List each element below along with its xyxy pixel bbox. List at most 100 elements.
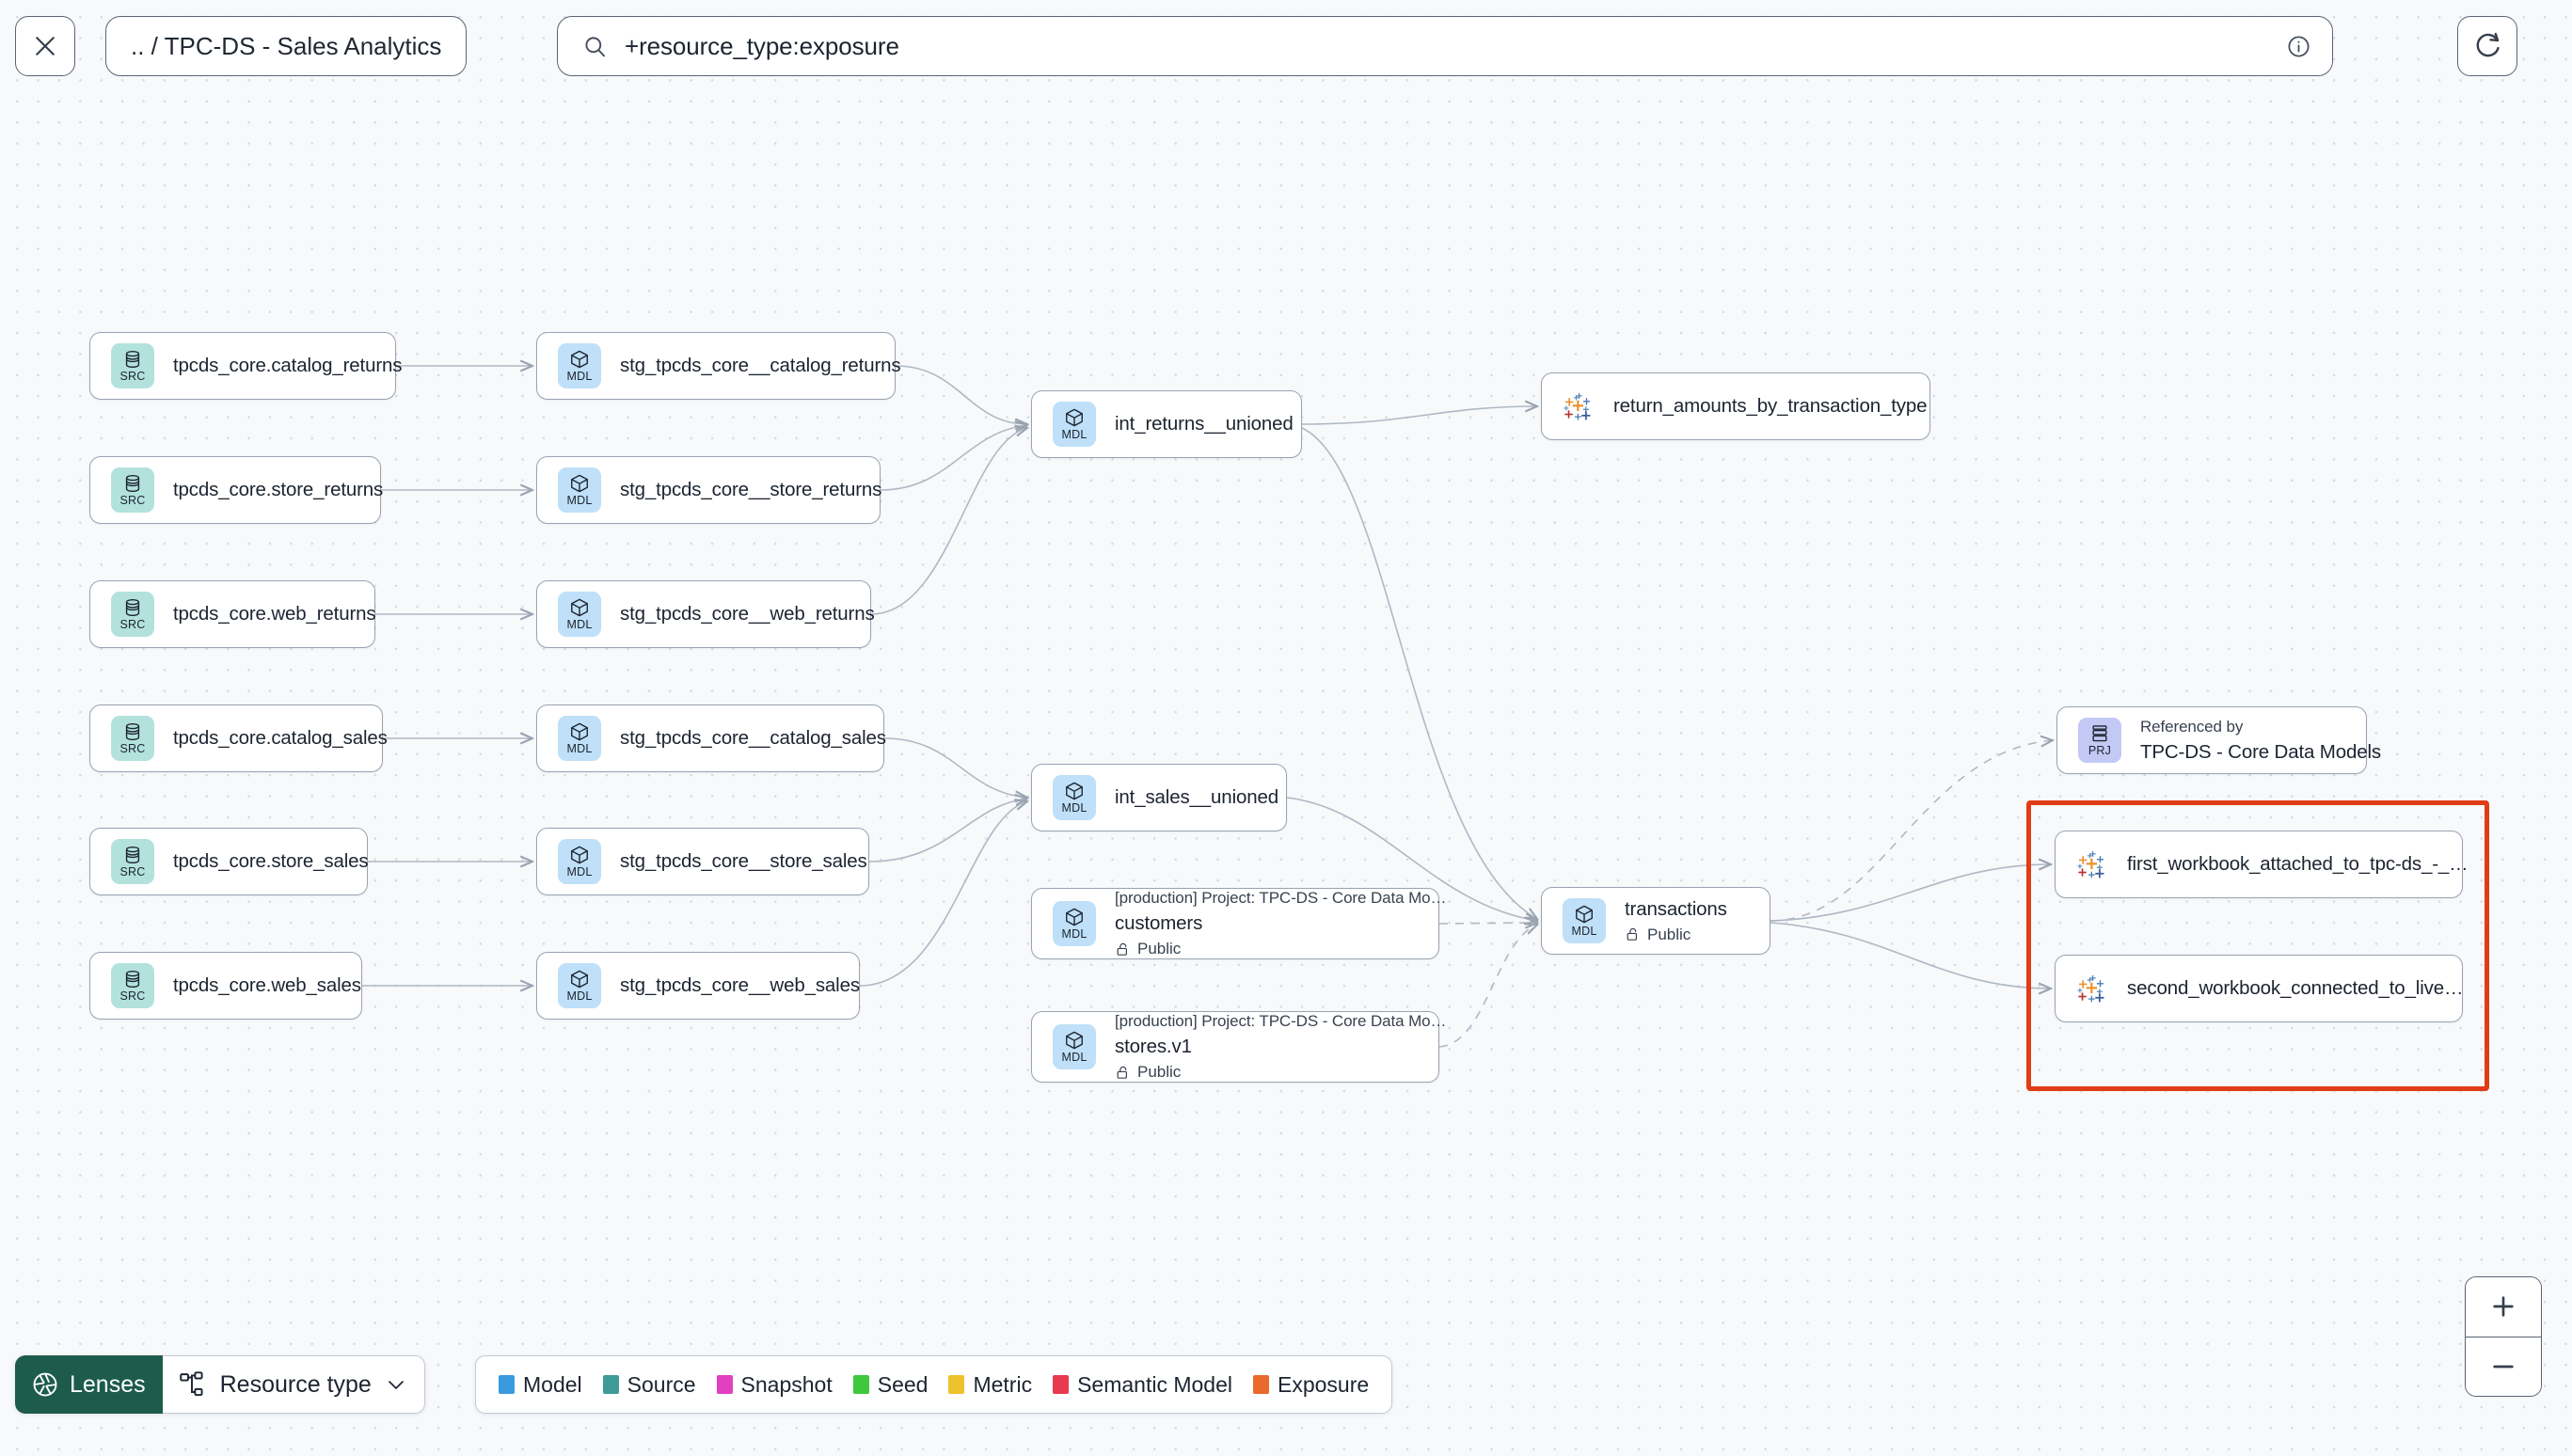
legend-swatch	[499, 1375, 515, 1394]
legend-swatch	[852, 1375, 869, 1394]
cube-icon	[1066, 908, 1083, 926]
graph-node-src_store_sales[interactable]: SRC tpcds_core.store_sales	[89, 828, 369, 895]
close-button[interactable]	[15, 16, 75, 76]
model-badge: MDL	[558, 467, 601, 513]
legend-swatch	[1053, 1375, 1070, 1394]
model-badge: MDL	[558, 963, 601, 1008]
resource-type-legend: Model Source Snapshot Seed Metric Semant…	[475, 1355, 1393, 1414]
tableau-workbook-icon	[1564, 392, 1591, 420]
graph-node-stg_catalog_sales[interactable]: MDL stg_tpcds_core__catalog_sales	[536, 704, 886, 772]
top-toolbar: .. / TPC-DS - Sales Analytics +resource_…	[0, 0, 2572, 109]
search-query-text: +resource_type:exposure	[625, 31, 899, 60]
access-badge: Public	[1115, 1063, 1446, 1082]
node-label: stg_tpcds_core__web_sales	[620, 974, 860, 996]
badge-text: SRC	[119, 618, 146, 632]
model-badge: MDL	[1563, 898, 1606, 943]
legend-swatch	[1253, 1375, 1269, 1394]
legend-item-metric[interactable]: Metric	[948, 1372, 1032, 1398]
tableau-workbook-icon	[2077, 974, 2104, 1003]
graph-node-exposure_second[interactable]: second_workbook_connected_to_live…	[2055, 955, 2463, 1022]
refresh-button[interactable]	[2457, 16, 2517, 76]
graph-node-referenced_by_project[interactable]: PRJ Referenced by TPC-DS - Core Data Mod…	[2056, 706, 2381, 774]
badge-text: MDL	[566, 494, 593, 508]
access-label: Public	[1137, 1063, 1182, 1081]
access-label: Public	[1647, 925, 1691, 943]
source-badge: SRC	[111, 592, 154, 637]
legend-label: Snapshot	[740, 1371, 833, 1397]
legend-label: Exposure	[1278, 1371, 1370, 1397]
search-icon	[585, 36, 606, 56]
legend-item-seed[interactable]: Seed	[852, 1372, 928, 1398]
node-subtitle: Referenced by	[2140, 717, 2244, 736]
archive-icon	[2092, 725, 2107, 742]
unlock-icon	[1117, 1066, 1127, 1079]
model-badge: MDL	[1053, 901, 1096, 946]
badge-text: SRC	[119, 742, 146, 756]
graph-node-customers[interactable]: MDL [production] Project: TPC-DS - Core …	[1031, 888, 1447, 959]
graph-node-stores_v1[interactable]: MDL [production] Project: TPC-DS - Core …	[1031, 1011, 1447, 1083]
legend-item-snapshot[interactable]: Snapshot	[716, 1371, 833, 1398]
zoom-controls	[2465, 1276, 2542, 1397]
lenses-button[interactable]: Lenses	[15, 1355, 163, 1414]
badge-text: MDL	[1061, 801, 1088, 815]
badge-text: MDL	[566, 742, 593, 756]
access-label: Public	[1137, 940, 1182, 957]
lenses-toolbar: Lenses Resource type	[15, 1355, 425, 1414]
search-input[interactable]: +resource_type:exposure	[557, 16, 2333, 76]
graph-node-exposure_first[interactable]: first_workbook_attached_to_tpc-ds_-_…	[2055, 831, 2469, 898]
badge-text: PRJ	[2088, 744, 2112, 758]
breadcrumb[interactable]: .. / TPC-DS - Sales Analytics	[105, 16, 468, 76]
node-text: Referenced by TPC-DS - Core Data Models	[2140, 718, 2381, 764]
resource-type-label: Resource type	[219, 1370, 372, 1398]
zoom-out-button[interactable]	[2466, 1337, 2541, 1396]
unlock-icon	[1117, 942, 1127, 956]
graph-node-return_amounts[interactable]: return_amounts_by_transaction_type	[1541, 372, 1930, 440]
node-label: transactions	[1625, 897, 1727, 920]
cube-icon	[1576, 905, 1593, 924]
graph-node-stg_web_sales[interactable]: MDL stg_tpcds_core__web_sales	[536, 952, 860, 1020]
node-label: stg_tpcds_core__catalog_sales	[620, 727, 886, 749]
node-label: tpcds_core.store_returns	[173, 479, 384, 500]
source-badge: SRC	[111, 343, 154, 388]
node-label: tpcds_core.store_sales	[173, 850, 369, 872]
node-text: [production] Project: TPC-DS - Core Data…	[1115, 889, 1447, 958]
cube-icon	[571, 598, 588, 617]
badge-text: MDL	[566, 618, 593, 632]
cube-icon	[571, 350, 588, 369]
graph-node-src_web_returns[interactable]: SRC tpcds_core.web_returns	[89, 580, 376, 648]
legend-item-model[interactable]: Model	[499, 1372, 582, 1398]
model-badge: MDL	[558, 839, 601, 884]
legend-label: Model	[523, 1371, 582, 1397]
model-badge: MDL	[558, 592, 601, 637]
node-label: tpcds_core.web_returns	[173, 603, 376, 625]
graph-node-stg_web_returns[interactable]: MDL stg_tpcds_core__web_returns	[536, 580, 875, 648]
zoom-in-button[interactable]	[2466, 1277, 2541, 1337]
resource-type-dropdown[interactable]: Resource type	[162, 1355, 425, 1414]
legend-item-semantic-model[interactable]: Semantic Model	[1053, 1372, 1232, 1398]
node-label: stg_tpcds_core__catalog_returns	[620, 355, 901, 376]
node-label: tpcds_core.web_sales	[173, 974, 361, 996]
model-badge: MDL	[1053, 402, 1096, 447]
source-badge: SRC	[111, 839, 154, 884]
info-icon[interactable]	[2286, 34, 2311, 59]
node-label: stg_tpcds_core__web_returns	[620, 603, 875, 625]
chevron-down-icon	[388, 1381, 404, 1389]
plus-icon	[2493, 1296, 2514, 1317]
node-label: return_amounts_by_transaction_type	[1613, 395, 1928, 417]
cube-icon	[571, 722, 588, 741]
node-label: second_workbook_connected_to_live…	[2127, 977, 2464, 999]
legend-item-exposure[interactable]: Exposure	[1253, 1372, 1369, 1398]
legend-item-source[interactable]: Source	[602, 1372, 696, 1398]
graph-node-transactions[interactable]: MDL transactions Public	[1541, 887, 1770, 955]
